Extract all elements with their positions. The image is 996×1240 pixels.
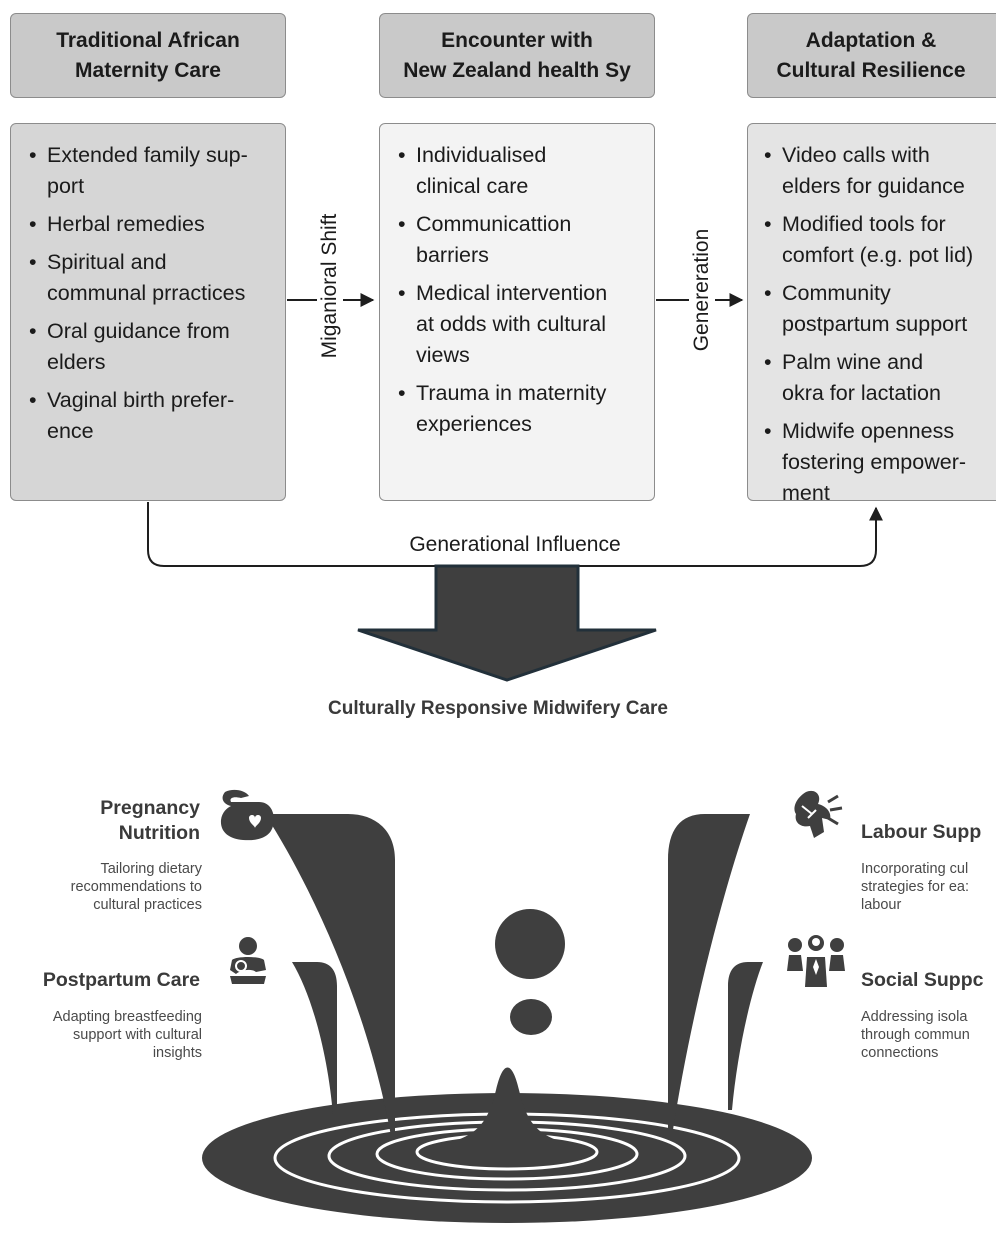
social-support-desc: Addressing isola through commun connecti… <box>861 1008 996 1062</box>
desc-line: Incorporating cul <box>861 861 969 877</box>
bullet-item: Medical intervention at odds with cultur… <box>398 278 646 371</box>
group-icon <box>787 935 845 987</box>
ripple-illustration <box>202 814 812 1223</box>
desc-line: Addressing isola <box>861 1009 968 1025</box>
bullet-item: Herbal remedies <box>29 209 277 240</box>
heading-line: Nutrition <box>118 822 200 844</box>
big-down-arrow <box>357 564 657 682</box>
item-list: Extended family sup- portHerbal remedies… <box>29 140 277 447</box>
header-line: Encounter with <box>441 28 593 52</box>
box-traditional-care: Extended family sup- portHerbal remedies… <box>10 123 286 501</box>
header-traditional-care: Traditional African Maternity Care <box>10 13 286 98</box>
desc-line: connections <box>861 1045 939 1061</box>
labour-support-heading: Labour Supp <box>861 820 996 845</box>
header-line: Cultural Resilience <box>776 58 966 82</box>
spire-left-large <box>265 814 395 1136</box>
bullet-item: Palm wine and okra for lactation <box>764 347 996 409</box>
spire-left-small <box>292 962 337 1115</box>
desc-line: Adapting breastfeeding <box>52 1009 202 1025</box>
postpartum-care-heading: Postpartum Care <box>10 968 200 993</box>
desc-line: insights <box>152 1045 202 1061</box>
bullet-item: Modified tools for comfort (e.g. pot lid… <box>764 209 996 271</box>
splash-peak <box>430 1067 584 1146</box>
bullet-item: Spiritual and communal prractices <box>29 247 277 309</box>
care-title: Culturally Responsive Midwifery Care <box>328 698 668 719</box>
arrow-label-generation: Genereration <box>689 220 715 360</box>
desc-line: cultural practices <box>93 897 202 913</box>
bullet-item: Video calls with elders for guidance <box>764 140 996 202</box>
heading-line: Postpartum Care <box>42 969 200 991</box>
drop-large <box>495 909 565 979</box>
bullet-item: Community postpartum support <box>764 278 996 340</box>
heading-line: Social Suppc <box>861 969 984 991</box>
header-line: Traditional African <box>56 28 240 52</box>
spire-right-large <box>668 814 750 1136</box>
drop-small <box>510 999 552 1035</box>
bullet-item: Communicattion barriers <box>398 209 646 271</box>
mother-baby-icon <box>230 937 266 984</box>
spire-right-small <box>728 962 763 1110</box>
heading-line: Labour Supp <box>861 821 982 843</box>
heading-line: Pregnancy <box>100 797 200 819</box>
bullet-item: Oral guidance from elders <box>29 316 277 378</box>
item-list: Individualised clinical careCommunicatti… <box>398 140 646 440</box>
bullet-item: Individualised clinical care <box>398 140 646 202</box>
postpartum-care-desc: Adapting breastfeeding support with cult… <box>8 1008 202 1062</box>
pregnancy-icon <box>220 789 274 841</box>
item-list: Video calls with elders for guidanceModi… <box>764 140 996 500</box>
desc-line: strategies for ea: <box>861 879 969 895</box>
bullet-item: Vaginal birth prefer- ence <box>29 385 277 447</box>
labour-support-desc: Incorporating cul strategies for ea: lab… <box>861 860 996 914</box>
box-encounter: Individualised clinical careCommunicatti… <box>379 123 655 501</box>
bullet-item: Extended family sup- port <box>29 140 277 202</box>
desc-line: labour <box>861 897 902 913</box>
social-support-heading: Social Suppc <box>861 968 996 993</box>
header-line: New Zealand health Sy <box>403 58 631 82</box>
header-line: Adaptation & <box>805 28 937 52</box>
pregnancy-nutrition-desc: Tailoring dietary recommendations to cul… <box>10 860 202 914</box>
arrow-label-shift: Miganioral Shift <box>317 211 343 361</box>
desc-line: support with cultural <box>73 1027 202 1043</box>
desc-line: through commun <box>861 1027 970 1043</box>
bullet-item: Trauma in maternity experiences <box>398 378 646 440</box>
desc-line: recommendations to <box>70 879 202 895</box>
header-adaptation: Adaptation & Cultural Resilience <box>747 13 996 98</box>
flow-connectors <box>147 293 883 682</box>
desc-line: Tailoring dietary <box>100 861 202 877</box>
bullet-item: Midwife openness fostering empower- ment <box>764 416 996 500</box>
box-adaptation: Video calls with elders for guidanceModi… <box>747 123 996 501</box>
labour-icon <box>794 790 843 838</box>
header-encounter: Encounter with New Zealand health Sy <box>379 13 655 98</box>
header-line: Maternity Care <box>75 58 221 82</box>
pregnancy-nutrition-heading: Pregnancy Nutrition <box>40 796 200 846</box>
loop-label: Generational Influence <box>390 533 640 557</box>
